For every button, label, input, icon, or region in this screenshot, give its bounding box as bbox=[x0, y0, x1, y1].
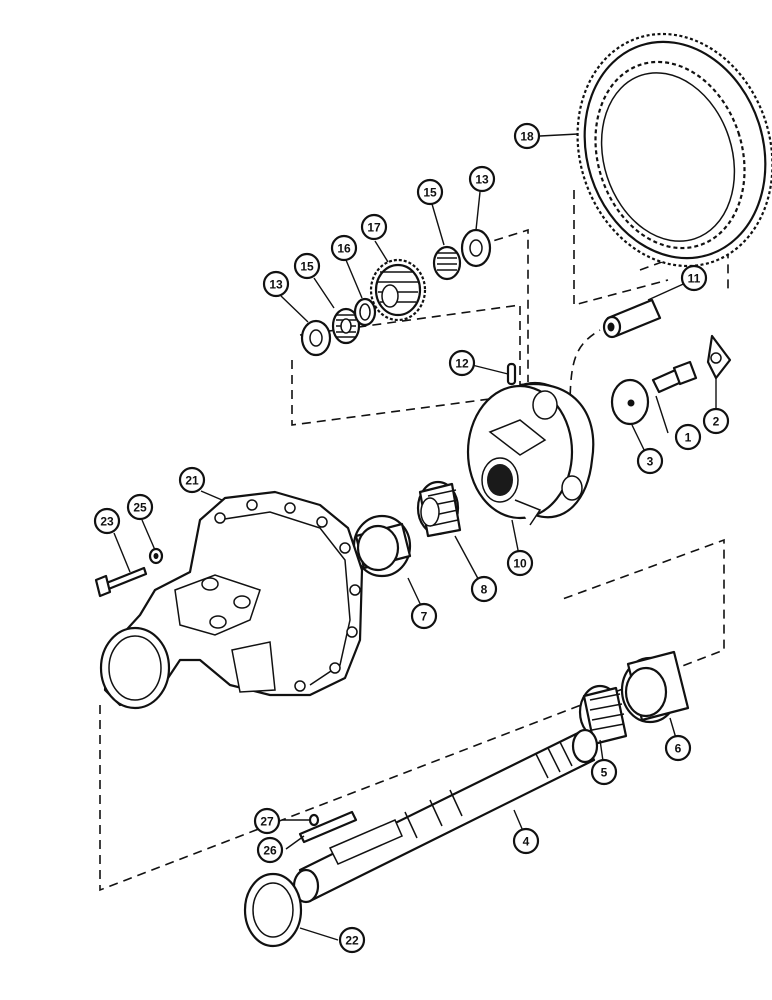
callout-number: 6 bbox=[675, 742, 682, 756]
callout-circle bbox=[256, 836, 284, 864]
callout-circle bbox=[590, 758, 618, 786]
callout-circle bbox=[126, 493, 154, 521]
callout-circle bbox=[702, 407, 730, 435]
callout-number: 3 bbox=[647, 455, 654, 469]
callout-number: 27 bbox=[260, 815, 274, 829]
roll-pin bbox=[506, 362, 517, 386]
callout-circle bbox=[674, 423, 702, 451]
lock-washer bbox=[148, 547, 164, 565]
callout-circle bbox=[513, 122, 541, 150]
callout-number: 15 bbox=[300, 260, 314, 274]
callout-number: 2 bbox=[713, 415, 720, 429]
bearing-cone-lower bbox=[578, 684, 628, 746]
callout-circle bbox=[636, 447, 664, 475]
callout-number: 8 bbox=[481, 583, 488, 597]
callout-circle bbox=[93, 507, 121, 535]
callout-18: 18 bbox=[513, 122, 541, 150]
callout-circle bbox=[293, 252, 321, 280]
spacer-ring bbox=[353, 297, 377, 327]
callout-circle bbox=[512, 827, 540, 855]
callout-circle bbox=[178, 466, 206, 494]
callout-22: 22 bbox=[338, 926, 366, 954]
callout-number: 22 bbox=[345, 934, 359, 948]
callout-number: 13 bbox=[475, 173, 489, 187]
callout-number: 1 bbox=[685, 431, 692, 445]
bearing-cup-upper bbox=[352, 514, 412, 578]
planet-pin bbox=[602, 298, 662, 339]
callout-13: 13 bbox=[262, 270, 290, 298]
small-pin bbox=[308, 813, 320, 827]
callout-number: 16 bbox=[337, 242, 351, 256]
callout-number: 21 bbox=[185, 474, 199, 488]
bolt bbox=[651, 360, 698, 394]
thrust-washer-left bbox=[300, 319, 332, 357]
callout-3: 3 bbox=[636, 447, 664, 475]
ring-gear bbox=[576, 32, 772, 268]
callout-number: 12 bbox=[455, 357, 469, 371]
callout-number: 26 bbox=[263, 844, 277, 858]
axle-housing bbox=[99, 490, 364, 710]
callout-17: 17 bbox=[360, 213, 388, 241]
callout-2: 2 bbox=[702, 407, 730, 435]
axle-shaft bbox=[292, 728, 599, 904]
oil-seal bbox=[243, 872, 303, 948]
shaft-key bbox=[298, 810, 358, 844]
callout-circle bbox=[338, 926, 366, 954]
callout-16: 16 bbox=[330, 234, 358, 262]
callout-8: 8 bbox=[470, 575, 498, 603]
needle-bearing-right bbox=[432, 245, 462, 281]
callout-number: 25 bbox=[133, 501, 147, 515]
lock-plate bbox=[706, 334, 732, 380]
callout-circle bbox=[448, 349, 476, 377]
callout-13: 13 bbox=[468, 165, 496, 193]
callout-number: 13 bbox=[269, 278, 283, 292]
callout-circle bbox=[360, 213, 388, 241]
callout-circle bbox=[664, 734, 692, 762]
bearing-cup-lower bbox=[620, 650, 690, 724]
callout-circle bbox=[410, 602, 438, 630]
callout-number: 5 bbox=[601, 766, 608, 780]
planet-gear bbox=[369, 258, 427, 322]
thrust-washer-right bbox=[460, 228, 492, 268]
callout-number: 18 bbox=[520, 130, 534, 144]
callout-circle bbox=[262, 270, 290, 298]
callout-15: 15 bbox=[293, 252, 321, 280]
callout-26: 26 bbox=[256, 836, 284, 864]
callout-circle bbox=[330, 234, 358, 262]
callout-5: 5 bbox=[590, 758, 618, 786]
callout-21: 21 bbox=[178, 466, 206, 494]
callout-4: 4 bbox=[512, 827, 540, 855]
leader-lines bbox=[113, 133, 717, 941]
callout-number: 15 bbox=[423, 186, 437, 200]
callout-circle bbox=[506, 549, 534, 577]
callout-11: 11 bbox=[680, 264, 708, 292]
callout-circle bbox=[680, 264, 708, 292]
callout-10: 10 bbox=[506, 549, 534, 577]
callout-25: 25 bbox=[126, 493, 154, 521]
callout-6: 6 bbox=[664, 734, 692, 762]
callout-circle bbox=[468, 165, 496, 193]
needle-bearing-left bbox=[331, 307, 361, 345]
callout-circle bbox=[253, 807, 281, 835]
callout-27: 27 bbox=[253, 807, 281, 835]
callout-1: 1 bbox=[674, 423, 702, 451]
callout-circle bbox=[470, 575, 498, 603]
callout-number: 17 bbox=[367, 221, 381, 235]
retainer-plate bbox=[610, 378, 650, 426]
callout-15: 15 bbox=[416, 178, 444, 206]
callout-number: 23 bbox=[100, 515, 114, 529]
bearing-cone-upper bbox=[416, 480, 462, 538]
callout-number: 11 bbox=[688, 272, 701, 286]
callout-12: 12 bbox=[448, 349, 476, 377]
callout-number: 7 bbox=[421, 610, 428, 624]
callout-circle bbox=[416, 178, 444, 206]
callout-number: 10 bbox=[513, 557, 527, 571]
planet-carrier bbox=[466, 381, 595, 526]
callout-7: 7 bbox=[410, 602, 438, 630]
callout-23: 23 bbox=[93, 507, 121, 535]
callout-number: 4 bbox=[523, 835, 530, 849]
housing-bolt bbox=[94, 566, 148, 598]
